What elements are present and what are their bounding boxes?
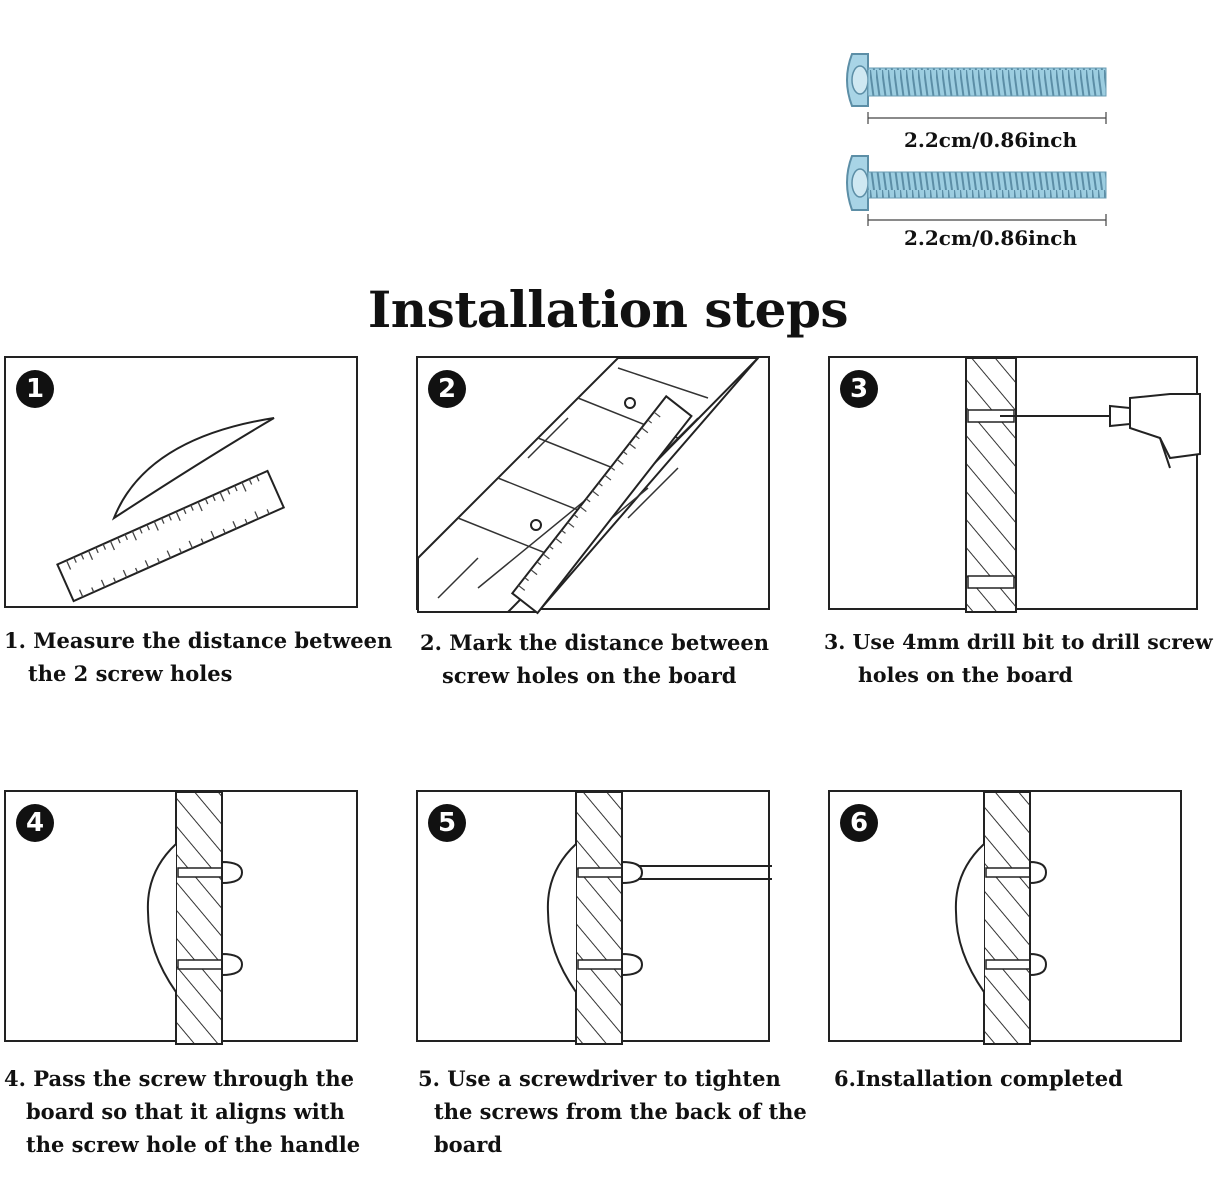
step-number-badge: 4 [16, 804, 54, 842]
screw-size-label: 2.2cm/0.86inch [904, 226, 1078, 250]
step-5-caption: 5. Use a screwdriver to tighten the scre… [418, 1066, 807, 1157]
step-1-caption: 1. Measure the distance between the 2 sc… [4, 628, 393, 686]
step-number-badge: 3 [840, 370, 878, 408]
step-4-panel: 4 [4, 790, 358, 1045]
step-1-panel: 1 [4, 356, 358, 608]
step-3-panel: 3 [828, 356, 1201, 613]
drill-illustration [965, 357, 1201, 613]
step-number-badge: 6 [840, 804, 878, 842]
step-2-panel: 2 [416, 356, 770, 615]
step-2-caption: 2. Mark the distance between screw holes… [420, 630, 769, 688]
step-number-badge: 1 [16, 370, 54, 408]
mark-illustration [417, 357, 761, 615]
screw-bottom [846, 155, 1107, 211]
page-title: Installation steps [367, 280, 849, 339]
screw-illustration [846, 53, 1107, 226]
pass-screw-illustration [146, 791, 244, 1045]
step-number-badge: 2 [428, 370, 466, 408]
tighten-illustration [546, 791, 772, 1045]
step-6-caption: 6.Installation completed [834, 1066, 1123, 1091]
step-4-caption: 4. Pass the screw through the board so t… [4, 1066, 361, 1157]
step-6-panel: 6 [828, 790, 1182, 1045]
step-3-caption: 3. Use 4mm drill bit to drill screw hole… [824, 630, 1213, 687]
measure-illustration [56, 417, 286, 603]
screw-top [846, 53, 1107, 107]
completed-illustration [954, 791, 1048, 1045]
step-number-badge: 5 [428, 804, 466, 842]
step-5-panel: 5 [416, 790, 772, 1045]
screw-size-label: 2.2cm/0.86inch [904, 128, 1078, 152]
